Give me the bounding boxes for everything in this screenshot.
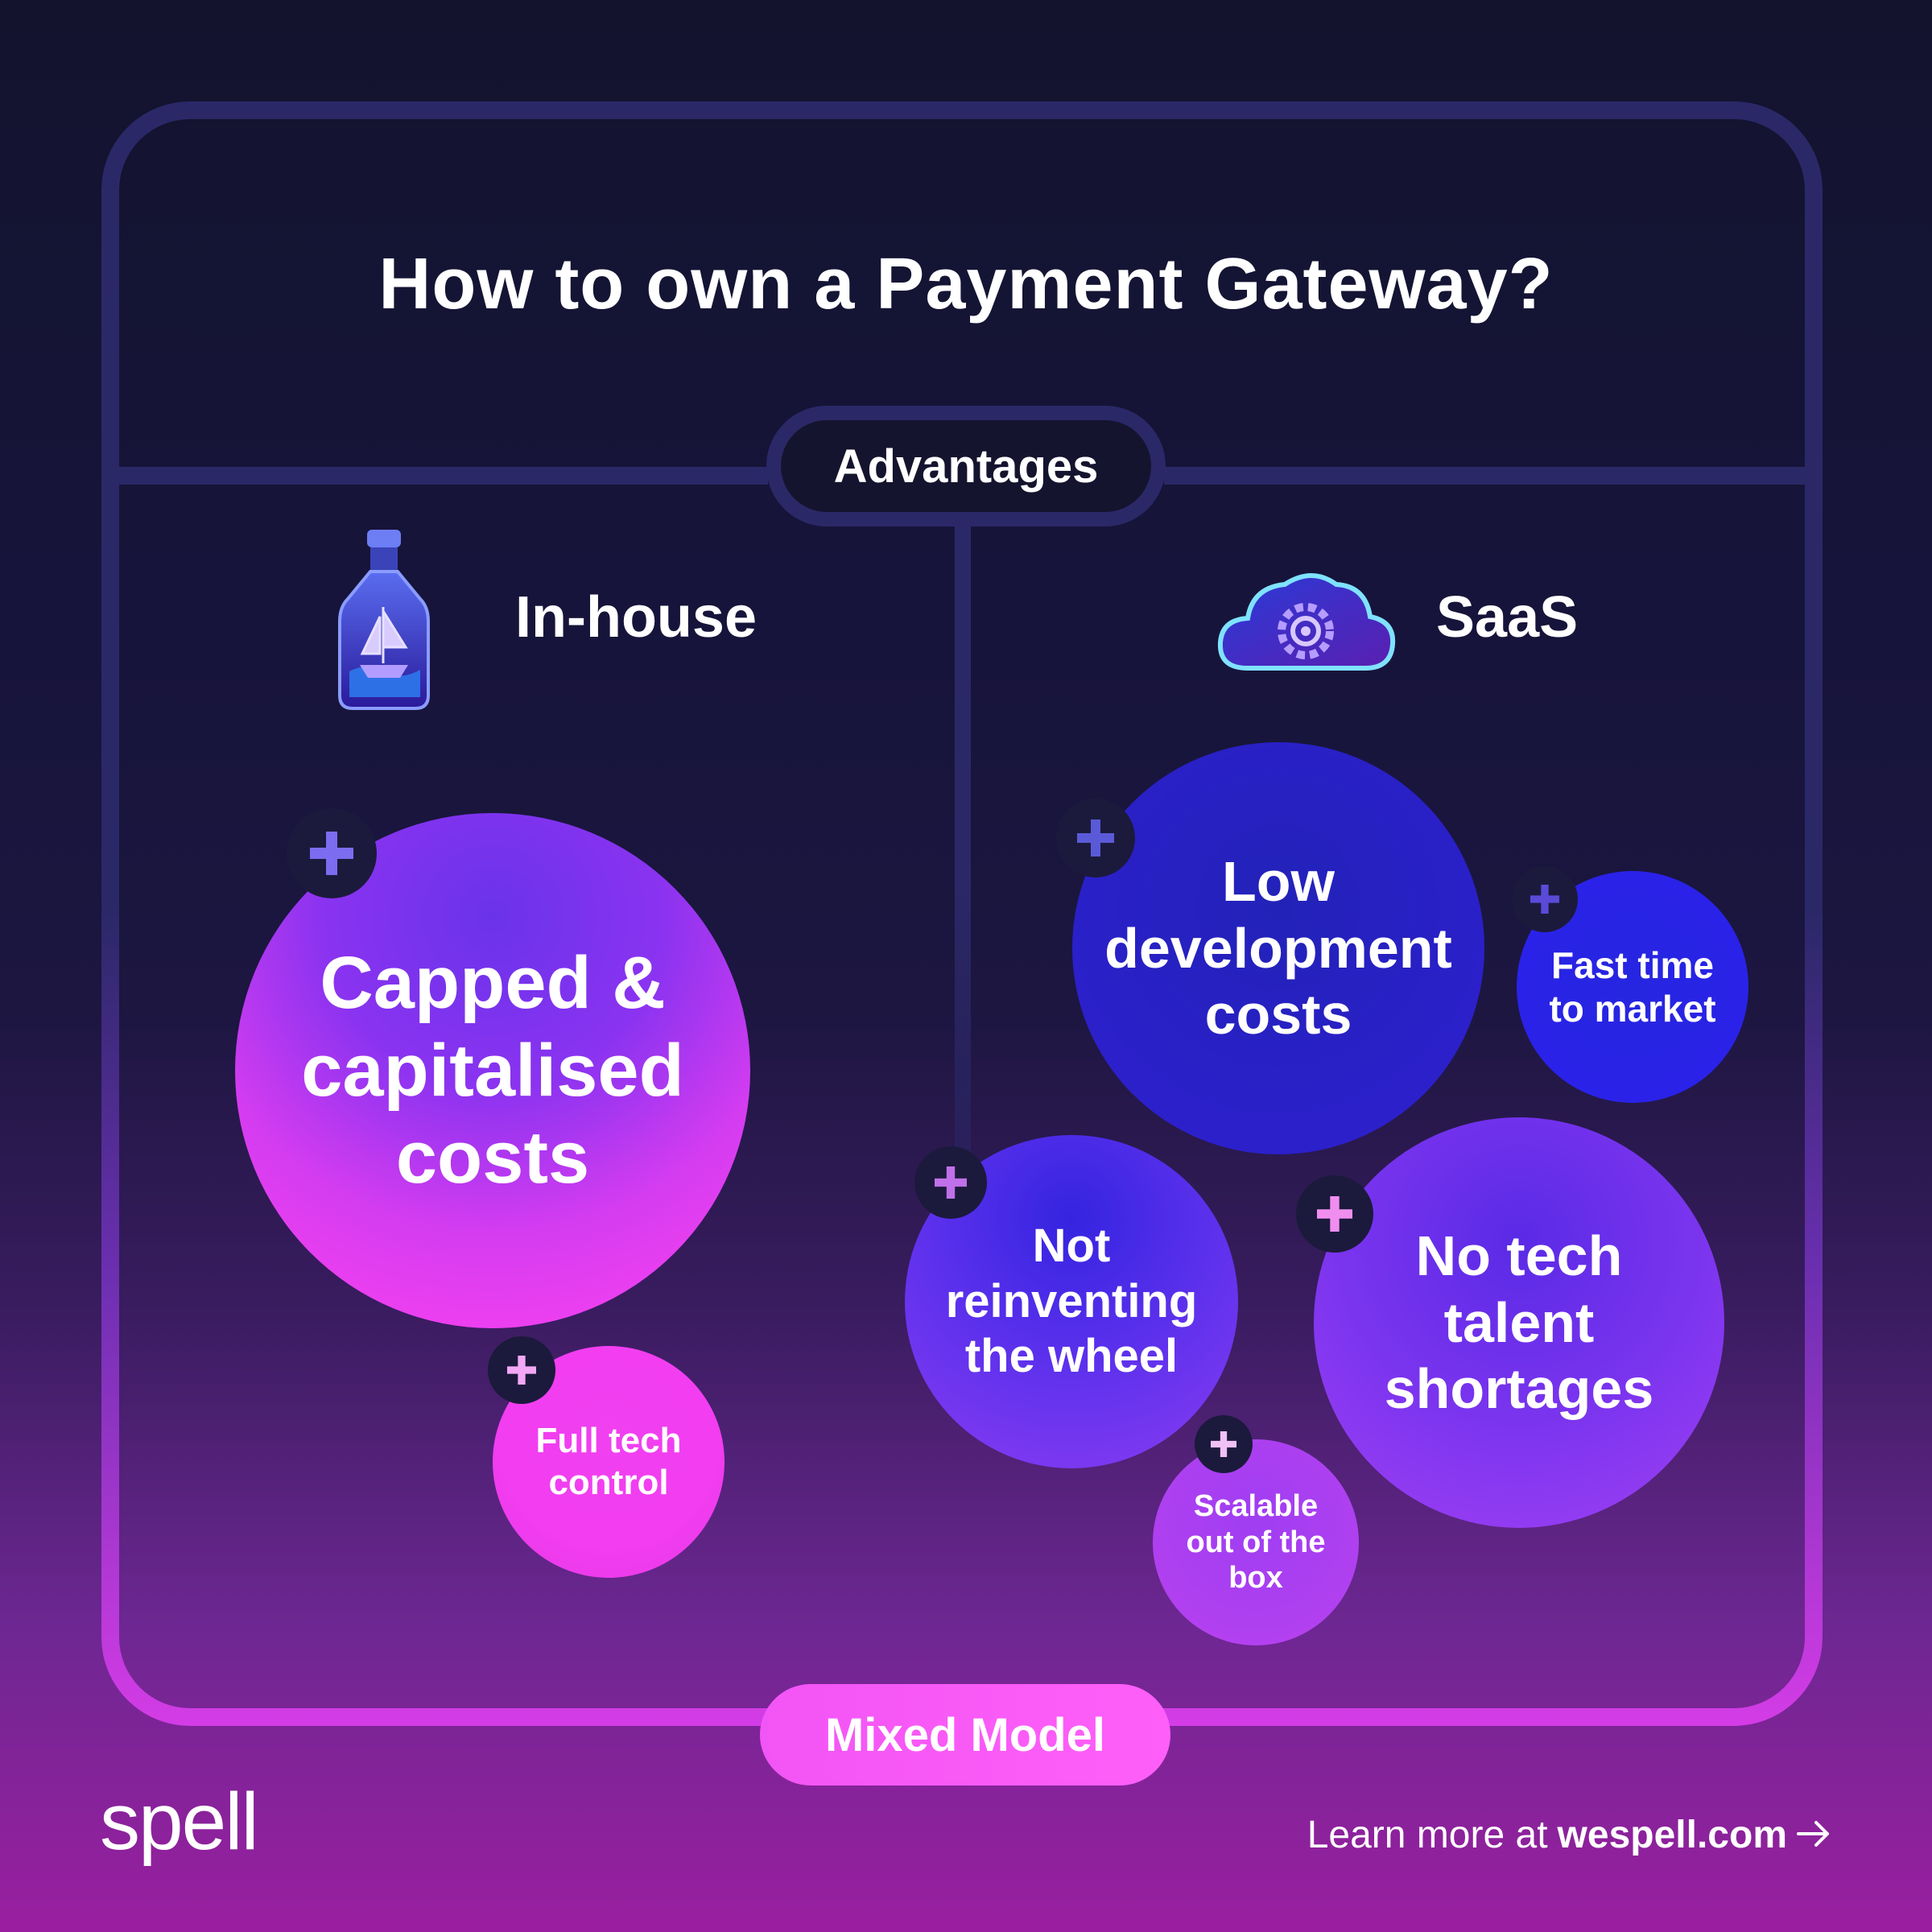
bubble-low-development-costs: Low development costs	[1072, 742, 1484, 1154]
brand-logo: spell	[100, 1777, 259, 1867]
bubble-no-tech-talent: No tech talent shortages	[1314, 1117, 1724, 1528]
advantages-badge: Advantages	[766, 406, 1166, 526]
plus-icon	[488, 1336, 555, 1404]
plus-icon	[914, 1146, 987, 1219]
column-title-saas: SaaS	[1436, 585, 1579, 650]
cloud-gear-icon	[1216, 564, 1397, 676]
arrow-right-icon	[1797, 1813, 1832, 1857]
column-title-inhouse: In-house	[515, 585, 757, 650]
bubble-capped-costs: Capped & capitalised costs	[235, 813, 750, 1328]
learn-more-prefix: Learn more at	[1307, 1814, 1548, 1856]
advantages-label: Advantages	[833, 440, 1099, 493]
page-title: How to own a Payment Gateway?	[378, 244, 1554, 324]
mixed-model-label: Mixed Model	[824, 1708, 1106, 1761]
bubble-full-tech-control-label: Full tech control	[535, 1421, 682, 1502]
bubble-no-tech-talent-label: No tech talent shortages	[1384, 1224, 1654, 1421]
website-link[interactable]: wespell.com	[1557, 1814, 1787, 1856]
bubble-low-development-costs-label: Low development costs	[1104, 850, 1452, 1046]
bubble-not-reinventing-label: Not reinventing the wheel	[945, 1220, 1198, 1383]
bubble-fast-time-to-market-label: Fast time to market	[1549, 943, 1716, 1030]
bubble-scalable: Scalable out of the box	[1153, 1439, 1359, 1645]
plus-icon	[1512, 866, 1578, 932]
ship-in-bottle-icon	[332, 526, 436, 712]
learn-more-link[interactable]: Learn more at wespell.com	[1307, 1813, 1832, 1857]
divider-left	[119, 467, 768, 485]
mixed-model-badge: Mixed Model	[760, 1684, 1170, 1785]
plus-icon	[1056, 799, 1135, 877]
divider-right	[1164, 467, 1805, 485]
bubble-full-tech-control: Full tech control	[493, 1346, 724, 1578]
plus-icon	[1195, 1415, 1253, 1473]
bubble-capped-costs-label: Capped & capitalised costs	[301, 942, 684, 1199]
plus-icon	[1296, 1175, 1373, 1253]
bubble-scalable-label: Scalable out of the box	[1186, 1488, 1326, 1596]
plus-icon	[287, 808, 377, 898]
